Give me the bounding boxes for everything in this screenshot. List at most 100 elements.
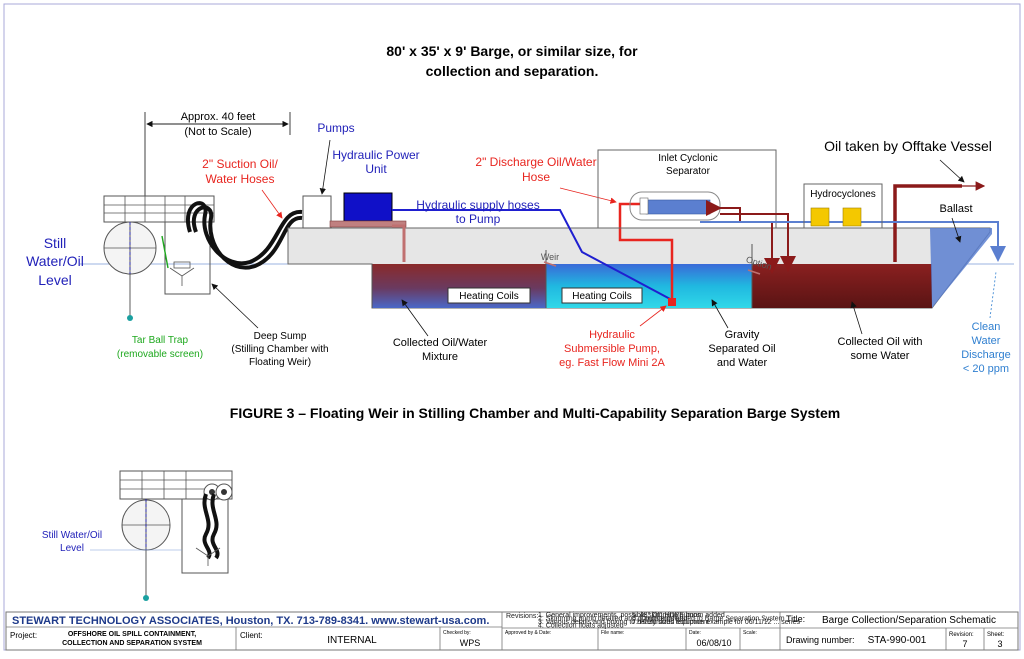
collected-oil-tank — [752, 264, 932, 308]
clean-label-3: Discharge — [961, 349, 1011, 361]
floating-weir-skimmer — [103, 195, 215, 321]
cyclonic-label-2: Separator — [666, 166, 711, 177]
client-value: INTERNAL — [327, 635, 377, 646]
oilwater-label-2: some Water — [851, 350, 910, 362]
hydrocyclone-2 — [842, 207, 862, 227]
title-value: Barge Collection/Separation Schematic — [822, 615, 996, 626]
checked-label: Checked by: — [443, 630, 471, 636]
heating-coils-2 — [561, 287, 643, 304]
revisions-label: Revisions: — [506, 613, 538, 620]
revision-value: 7 — [962, 639, 967, 649]
company-name: STEWART TECHNOLOGY ASSOCIATES, Houston, … — [12, 615, 489, 627]
sump-arrow — [211, 283, 259, 329]
small-still-label-2: Level — [60, 543, 84, 554]
revision-list-1: 1. General improvements, possible skimmi… — [538, 612, 709, 629]
sub-pump-arrow — [639, 305, 667, 327]
approx-label-2: (Not to Scale) — [184, 126, 251, 138]
hydraulic-supply-hose — [392, 209, 673, 301]
scale-label: Scale: — [743, 630, 757, 636]
offtake-label: Oil taken by Offtake Vessel — [824, 138, 992, 154]
suction-hoses — [186, 201, 303, 270]
clean-label-2: Water — [972, 335, 1001, 347]
revision-entry: 4. Collection floats adjusted — [538, 622, 624, 629]
project-line-2: COLLECTION AND SEPARATION SYSTEM — [62, 640, 202, 647]
cyclonic-separator-vessel — [629, 191, 721, 221]
sheet-label: Sheet: — [987, 632, 1005, 638]
heating-coils-1 — [447, 287, 531, 304]
hydraulic-power-unit — [343, 192, 393, 222]
pumps-box — [302, 195, 332, 229]
inlet-cyclonic-separator-box — [597, 149, 777, 229]
clean-label-1: Clean — [972, 321, 1001, 333]
suction-label-2: Water Hoses — [206, 172, 275, 186]
heating-label-1: Heating Coils — [459, 291, 518, 302]
approx-label-1: Approx. 40 feet — [181, 111, 256, 123]
project-label: Project: — [10, 631, 37, 640]
figure-caption: FIGURE 3 – Floating Weir in Stilling Cha… — [230, 405, 840, 421]
pumps-label: Pumps — [317, 121, 354, 135]
suction-label-1: 2" Suction Oil/ — [202, 157, 278, 171]
discharge-arrow — [559, 187, 617, 204]
hpu-label-2: Unit — [365, 162, 387, 176]
clean-arrow — [989, 271, 997, 319]
sump-label-3: Floating Weir) — [249, 357, 311, 368]
cyclonic-label-1: Inlet Cyclonic — [658, 153, 717, 164]
date-label: Date: — [689, 630, 701, 636]
sheet-value: 3 — [997, 639, 1002, 649]
checked-value: WPS — [460, 638, 481, 648]
clean-label-4: < 20 ppm — [963, 363, 1009, 375]
revision-entry: 1. General improvements, possible skimmi… — [538, 612, 701, 619]
revision-entry: 3. Various details and boxing to barely … — [538, 619, 709, 626]
hyd-hoses-label-2: to Pump — [456, 212, 501, 226]
header-line-2: collection and separation. — [426, 63, 599, 79]
still-water-label-2: Water/Oil — [26, 253, 84, 269]
heating-label-2: Heating Coils — [572, 291, 631, 302]
revision-entry: 5. 48" OD HDPE boom added — [632, 612, 725, 619]
gravity-label-2: Separated Oil — [708, 343, 775, 355]
tarball-label-1: Tar Ball Trap — [132, 335, 189, 346]
drawing-number-value: STA-990-001 — [868, 635, 927, 646]
header-line-1: 80' x 35' x 9' Barge, or similar size, f… — [386, 43, 638, 59]
discharge-hose — [618, 202, 674, 302]
hydrocyclones-label: Hydrocyclones — [810, 189, 876, 200]
sub-pump-label-2: Submersible Pump, — [564, 343, 660, 355]
approved-label: Approved by & Date: — [505, 630, 551, 636]
gravity-label-3: and Water — [717, 357, 768, 369]
gravity-label-1: Gravity — [725, 329, 760, 341]
sheet-border — [3, 3, 1021, 651]
detail-skimmer — [90, 470, 233, 601]
ballast-label: Ballast — [939, 203, 972, 215]
collected-label-1: Collected Oil/Water — [393, 337, 488, 349]
title-block — [5, 611, 1019, 651]
oilwater-arrow — [850, 301, 863, 335]
still-water-label-3: Level — [38, 272, 71, 288]
revision-list-2: 5. 48" OD HDPE boom added 6. Comments ad… — [632, 612, 800, 626]
suction-arrow — [261, 189, 283, 219]
oil-transfer-lines — [392, 181, 1006, 274]
hydrocyclones-box — [803, 183, 883, 229]
drawing-number-label: Drawing number: — [786, 635, 855, 645]
pumps-arrow — [319, 139, 331, 195]
ballast-tank — [930, 228, 992, 308]
hpu-label-1: Hydraulic Power — [332, 148, 419, 162]
offtake-arrow — [939, 159, 965, 183]
submersible-pump — [668, 298, 676, 306]
weir-label: Weir — [541, 252, 559, 262]
sub-pump-label-3: eg. Fast Flow Mini 2A — [559, 357, 665, 369]
tarball-label-2: (removable screen) — [117, 349, 203, 360]
date-value: 06/08/10 — [696, 638, 731, 648]
title-label: Title: — [786, 614, 805, 624]
sump-label-1: Deep Sump — [254, 331, 307, 342]
dimension-line — [144, 112, 291, 196]
revision-label: Revision: — [949, 632, 974, 638]
gravity-arrow — [711, 299, 729, 329]
collected-label-2: Mixture — [422, 351, 458, 363]
filename-label: File name: — [601, 630, 624, 636]
revision-entry: 2. Skimming pump detailed and pumps modi… — [538, 616, 688, 623]
project-line-1: OFFSHORE OIL SPILL CONTAINMENT, — [68, 631, 196, 638]
sub-pump-label-1: Hydraulic — [589, 329, 635, 341]
sump-label-2: (Stilling Chamber with — [231, 344, 328, 355]
still-water-label-1: Still — [44, 235, 67, 251]
